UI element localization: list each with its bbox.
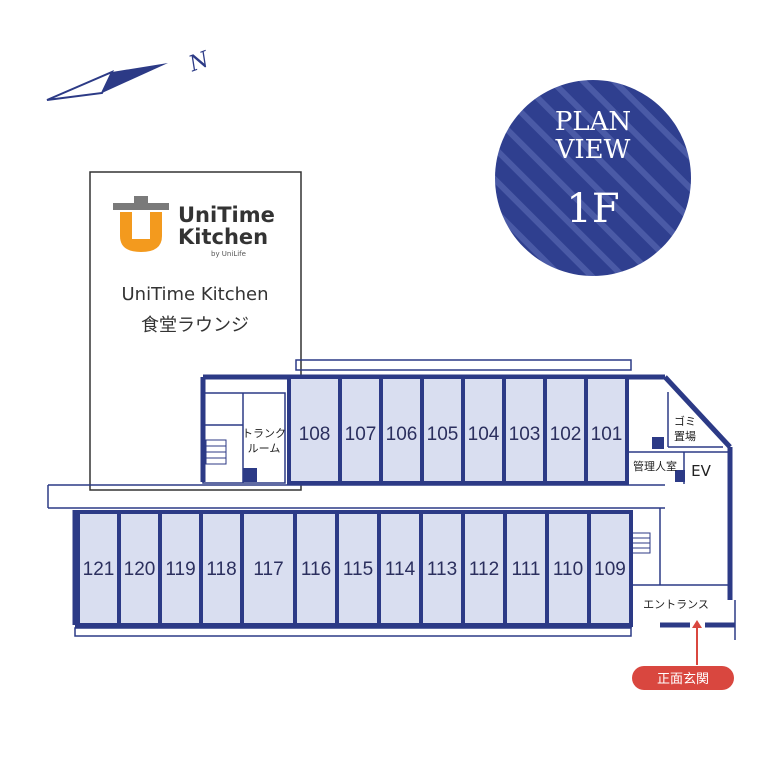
room-number-115: 115 [343,559,373,580]
room-number-114: 114 [385,559,416,580]
stairs-right-icon [631,532,651,554]
north-arrow-icon: N [46,47,213,101]
room-number-117: 117 [253,559,283,580]
room-number-102: 102 [550,424,582,445]
room-number-104: 104 [468,424,500,445]
room-number-108: 108 [299,424,331,445]
room-number-109: 109 [594,559,626,580]
garbage-label-2: 置場 [674,430,696,443]
floor-label: 1F [566,186,619,232]
room-number-106: 106 [386,424,418,445]
room-110 [545,510,591,627]
room-112 [461,510,507,627]
room-number-103: 103 [509,424,541,445]
room-number-105: 105 [427,424,459,445]
room-101 [584,375,629,485]
room-116 [293,510,339,627]
room-number-118: 118 [206,559,236,580]
room-number-112: 112 [469,559,499,580]
office-label: 管理人室 [633,459,677,473]
north-label: N [185,47,213,78]
room-109 [587,510,633,627]
stairs-icon [205,439,227,465]
view-label: VIEW [555,135,631,165]
logo-line2: Kitchen [178,225,268,249]
trunk-room-label-2: ルーム [248,442,281,455]
logo-byline: by UniLife [211,250,246,258]
room-number-120: 120 [124,559,156,580]
plan-label: PLAN [555,107,631,137]
main-entrance-badge: 正面玄関 [632,666,734,690]
room-120 [117,510,162,627]
pot-logo-icon [113,196,169,252]
room-114 [377,510,423,627]
top-room-row: 108 107 106 105 104 103 102 101 [287,375,629,485]
entrance-arrow-icon [692,620,702,665]
garbage-label-1: ゴミ [674,414,696,428]
room-number-107: 107 [345,424,377,445]
room-number-101: 101 [591,424,623,445]
room-number-121: 121 [83,559,115,580]
kitchen-name-ja: 食堂ラウンジ [141,315,249,336]
room-113 [419,510,465,627]
logo-line1: UniTime [178,203,275,227]
entrance-label: エントランス [643,598,709,611]
room-103 [502,375,547,485]
room-number-113: 113 [427,559,457,580]
room-number-110: 110 [553,559,583,580]
plan-view-badge: PLAN VIEW 1F [495,80,691,276]
room-number-111: 111 [512,559,541,580]
ev-label: EV [691,462,711,480]
room-121 [76,510,121,627]
room-105 [420,375,465,485]
trunk-room-label-1: トランク [242,427,286,440]
kitchen-lounge: UniTime Kitchen by UniLife UniTime Kitch… [89,171,302,491]
room-119 [158,510,203,627]
kitchen-name-en: UniTime Kitchen [121,284,268,305]
main-entrance-label: 正面玄関 [657,672,709,687]
bottom-room-row: 121 120 119 118 117 116 115 114 113 112 111 110 109 [76,510,633,627]
room-number-116: 116 [301,559,331,580]
room-number-119: 119 [165,559,195,580]
